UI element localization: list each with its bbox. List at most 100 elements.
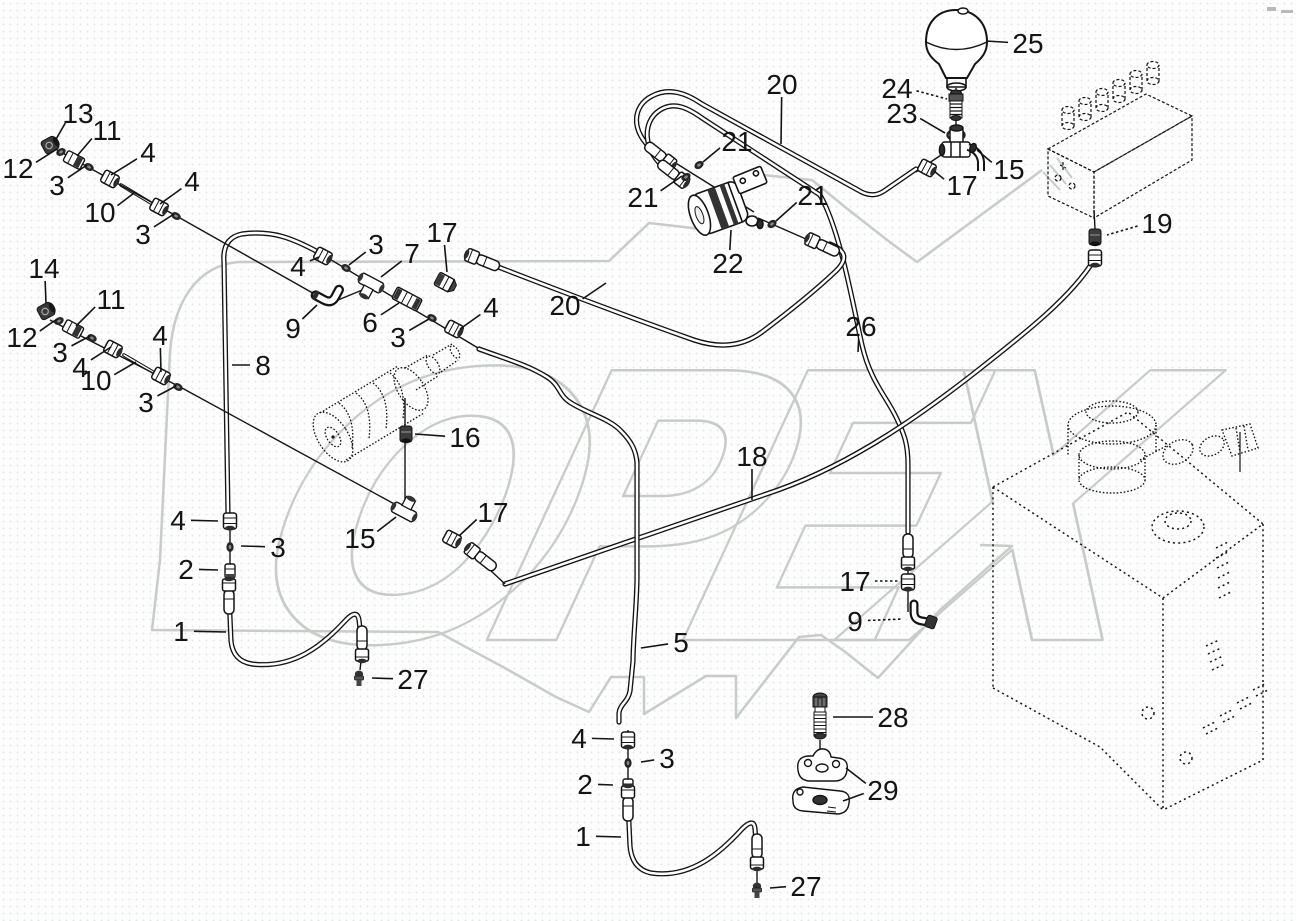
pipe-20-upper — [634, 89, 919, 198]
part-number: 4 — [184, 166, 200, 197]
callout-2: 2 — [178, 554, 219, 585]
fitting-ring — [427, 314, 437, 322]
part-number: 4 — [152, 320, 168, 351]
callout-1: 1 — [173, 616, 227, 647]
part-number: 3 — [390, 322, 406, 353]
breather-funnel — [924, 7, 989, 92]
callout-2: 2 — [577, 769, 614, 800]
callout-3: 3 — [240, 532, 286, 563]
callout-22: 22 — [712, 229, 744, 279]
part-number: 15 — [344, 523, 375, 554]
fitting-nutd — [1088, 228, 1102, 247]
fitting-ring — [767, 219, 777, 229]
callout-3: 3 — [135, 213, 175, 250]
hydraulic-tank — [991, 411, 1269, 811]
watermark-text: OPEX — [216, 296, 1246, 727]
fitting-ring — [624, 758, 632, 768]
part-number: 7 — [404, 238, 420, 269]
fitting-hose — [620, 783, 636, 822]
fitting-tee — [357, 272, 385, 300]
part-number: 27 — [397, 664, 428, 695]
tee-fitting-15-funnel — [938, 124, 985, 171]
part-number: 13 — [62, 98, 93, 129]
fitting-ring — [226, 542, 234, 552]
pump-assembly — [1067, 400, 1259, 494]
callout-3: 3 — [640, 743, 675, 774]
fitting-nipple — [752, 882, 762, 898]
fitting-elbowr — [909, 599, 938, 630]
callout-23: 23 — [886, 98, 946, 134]
callout-27: 27 — [769, 871, 822, 902]
callout-3: 3 — [52, 335, 91, 368]
callout-11: 11 — [75, 284, 126, 327]
part-number: 12 — [6, 322, 37, 353]
fitting-nut — [620, 731, 636, 750]
callout-7: 7 — [380, 238, 420, 278]
assembly-axis — [1093, 209, 1096, 230]
callout-3: 3 — [49, 164, 88, 201]
fitting-nut — [313, 246, 333, 266]
part-number: 24 — [881, 73, 912, 104]
pipe-5 — [476, 346, 640, 725]
part-number: 25 — [1012, 28, 1043, 59]
part-number: 28 — [877, 702, 908, 733]
part-number: 6 — [362, 307, 378, 338]
callout-6: 6 — [362, 302, 400, 338]
part-number: 18 — [736, 441, 767, 472]
fitting-tee — [390, 495, 418, 523]
callout-21: 21 — [775, 180, 829, 222]
part-number: 20 — [766, 69, 797, 100]
part-number: 12 — [2, 153, 33, 184]
fitting-hose — [221, 576, 237, 615]
fitting-ring — [341, 264, 351, 272]
part-number: 11 — [96, 284, 125, 315]
part-number: 4 — [140, 137, 156, 168]
fitting-conn — [61, 319, 85, 339]
part-number: 29 — [867, 775, 898, 806]
part-number: 1 — [575, 821, 591, 852]
fitting-hose — [900, 533, 916, 572]
callout-4: 4 — [152, 320, 168, 373]
part-number: 3 — [659, 743, 675, 774]
callout-27: 27 — [371, 664, 429, 695]
assembly-axis — [181, 387, 399, 507]
part-number: 8 — [255, 350, 271, 381]
fitting-union — [391, 286, 423, 312]
part-number: 26 — [845, 311, 876, 342]
bleed-screw-24 — [948, 89, 964, 121]
callout-5: 5 — [640, 627, 689, 658]
part-number: 11 — [92, 115, 121, 146]
fitting-plug — [433, 272, 457, 293]
part-number: 21 — [721, 126, 752, 157]
fitting-nut — [444, 319, 464, 339]
part-number: 5 — [673, 627, 689, 658]
steering-valve-22 — [687, 165, 768, 236]
callout-25: 25 — [985, 28, 1044, 59]
callout-29: 29 — [842, 767, 899, 806]
hose-1-left — [226, 591, 365, 668]
valve-block — [1046, 60, 1194, 220]
part-number: 27 — [790, 871, 821, 902]
callout-4: 4 — [72, 346, 112, 383]
part-number: 17 — [426, 217, 457, 248]
callout-12: 12 — [6, 318, 58, 353]
callout-15: 15 — [976, 149, 1025, 185]
callout-17: 17 — [933, 170, 978, 201]
part-number: 3 — [138, 387, 154, 418]
hose-1-center — [625, 799, 760, 877]
callout-3: 3 — [138, 385, 177, 418]
fitting-cap — [36, 301, 56, 321]
fitting-nut — [442, 529, 462, 549]
fitting-hose — [463, 247, 501, 272]
fitting-nut — [1087, 249, 1103, 268]
tank-tick-marks — [1202, 683, 1269, 735]
callout-17: 17 — [426, 217, 458, 273]
solenoid-coils — [1061, 60, 1160, 131]
part-number: 2 — [178, 554, 194, 585]
part-number: 17 — [946, 170, 977, 201]
watermark-gear-tip-hatch — [1042, 157, 1073, 191]
part-number: 14 — [28, 253, 59, 284]
part-number: 3 — [49, 170, 65, 201]
callout-9: 9 — [285, 304, 318, 344]
